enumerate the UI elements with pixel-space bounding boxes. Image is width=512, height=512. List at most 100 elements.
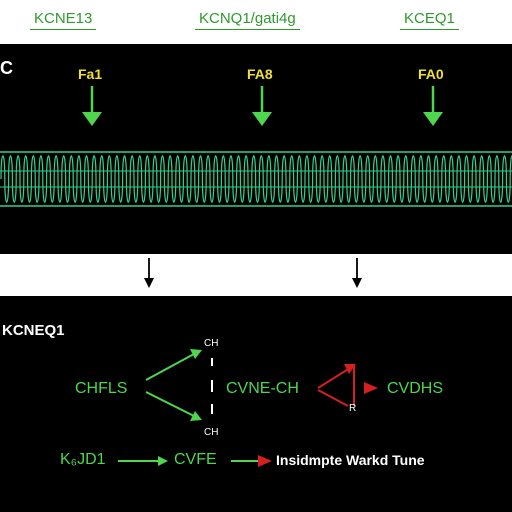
wave-cycle [479, 155, 488, 203]
wave-cycle [137, 155, 146, 203]
wave-cycle [53, 155, 63, 203]
wave-cycle [319, 155, 329, 203]
wave-cycle [228, 155, 238, 203]
waveform-svg [0, 86, 512, 207]
node-kjd1: K₆JD1 [60, 451, 106, 468]
marker-label-1: Fa1 [78, 66, 103, 82]
node-r: R [349, 403, 357, 414]
wave-cycle [258, 155, 268, 203]
marker-arrow-2 [252, 86, 272, 126]
wave-cycle [182, 155, 192, 203]
wave-cycle [410, 155, 420, 203]
connector-gap [0, 254, 512, 296]
wave-cycle [486, 155, 496, 203]
arrow-kjd1-to-cvfe [118, 456, 168, 466]
node-chfls: CHFLS [75, 380, 128, 397]
wave-cycle [175, 155, 184, 203]
wave-cycle [236, 155, 245, 203]
gene-label-3: KCEQ1 [400, 10, 459, 30]
arrow-chfls-to-top [145, 349, 202, 381]
wave-cycle [464, 155, 473, 203]
wave-cycle [448, 155, 458, 203]
wave-cycle [342, 155, 352, 203]
wave-cycle [433, 155, 443, 203]
waveform-signal [0, 151, 512, 207]
wave-cycle [456, 155, 466, 203]
wave-cycle [190, 155, 200, 203]
wave-cycle [304, 155, 314, 203]
down-arrow-right [352, 258, 362, 288]
wave-cycle [418, 155, 428, 203]
arrow-chfls-to-bottom [145, 391, 202, 421]
wave-cycle [395, 155, 405, 203]
wave-cycle [274, 155, 283, 203]
node-output: Insidmpte Warkd Tune [276, 452, 425, 468]
red-arrow-to-cvdhs [364, 382, 378, 394]
wave-cycle [312, 155, 321, 203]
wave-cycle [266, 155, 276, 203]
wave-cycle [30, 155, 40, 203]
wave-cycle [152, 155, 162, 203]
wave-cycle [471, 155, 481, 203]
wave-cycle [114, 155, 124, 203]
wave-cycle [281, 155, 291, 203]
wave-cycle [122, 155, 131, 203]
wave-cycle [76, 155, 86, 203]
wave-cycle [357, 155, 367, 203]
wave-cycle [61, 155, 70, 203]
wave-cycle [99, 155, 108, 203]
wave-cycle [296, 155, 306, 203]
node-ch-top: CH [204, 338, 219, 349]
wave-cycle [365, 155, 374, 203]
wave-cycle [0, 155, 10, 203]
wave-cycle [15, 155, 25, 203]
wave-cycle [23, 155, 32, 203]
gene-label-2: KCNQ1/gati4g [195, 10, 300, 30]
wave-cycle [205, 155, 215, 203]
node-ch-bottom: CH [204, 427, 219, 438]
wave-cycle [129, 155, 139, 203]
marker-label-2: FA8 [247, 66, 273, 82]
wave-cycle [106, 155, 116, 203]
wave-cycle [8, 155, 17, 203]
waveform-panel: C Fa1 FA8 FA0 [0, 44, 512, 254]
marker-label-3: FA0 [418, 66, 444, 82]
gene-header: KCNE13 KCNQ1/gati4g KCEQ1 [0, 0, 512, 44]
wave-cycle [220, 155, 230, 203]
wave-cycle [160, 155, 169, 203]
wave-cycle [68, 155, 78, 203]
wave-cycle [38, 155, 48, 203]
wave-cycle [91, 155, 101, 203]
panel-letter: C [0, 58, 13, 78]
wave-cycle [350, 155, 359, 203]
marker-arrow-1 [82, 86, 102, 126]
red-branch [317, 364, 356, 407]
gene-label-1: KCNE13 [30, 10, 97, 30]
wave-cycle [198, 155, 207, 203]
wave-cycle [426, 155, 435, 203]
wave-cycle [84, 155, 93, 203]
wave-cycle [46, 155, 55, 203]
wave-cycle [144, 155, 154, 203]
wave-cycle [289, 155, 298, 203]
down-arrow-left [144, 258, 154, 288]
wave-cycle [509, 155, 512, 180]
arrow-cvfe-to-output [231, 455, 272, 467]
pathway-svg [118, 349, 378, 467]
wave-cycle [388, 155, 397, 203]
wave-cycle [213, 155, 222, 203]
wave-cycle [372, 155, 382, 203]
wave-cycle [380, 155, 390, 203]
pathway-title: KCNEQ1 [2, 322, 65, 339]
pathway-panel: KCNEQ1 [0, 296, 512, 512]
wave-cycle [251, 155, 260, 203]
connector-svg [144, 258, 362, 288]
wave-cycle [243, 155, 253, 203]
wave-cycle [494, 155, 504, 203]
node-cvne-ch: CVNE-CH [226, 380, 299, 397]
wave-cycle [327, 155, 336, 203]
marker-arrow-3 [423, 86, 443, 126]
wave-cycle [403, 155, 412, 203]
wave-cycle [334, 155, 344, 203]
node-cvfe: CVFE [174, 451, 217, 468]
